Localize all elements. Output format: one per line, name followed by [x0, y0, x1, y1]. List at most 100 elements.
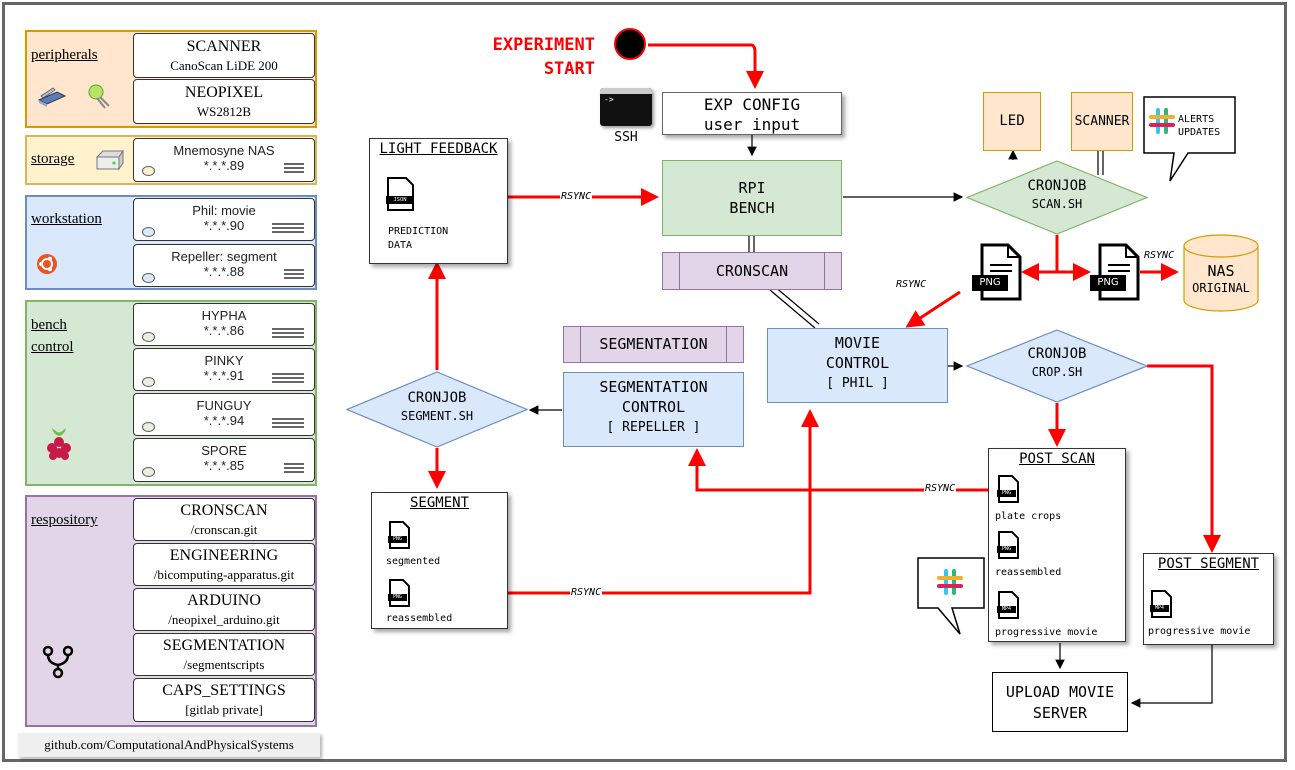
post-segment-box: POST SEGMENT MP4 progressive movie	[1143, 553, 1274, 645]
phil-card: Phil: movie *.*.*.90	[133, 198, 315, 241]
repo-segmentation-path: /segmentscripts	[183, 657, 265, 672]
reassembled-scan-png-icon: PNG	[997, 531, 1019, 559]
nas-led-icon	[142, 166, 155, 176]
repo-engineering-path: /bicomputing-apparatus.git	[153, 567, 295, 582]
ubuntu-icon	[36, 253, 58, 275]
neopixel-card-detail: WS2812B	[196, 104, 252, 119]
cronscan-label: CRONSCAN	[715, 262, 789, 280]
alerts-text: ALERTS UPDATES	[1178, 113, 1220, 139]
workstation-label: workstation	[31, 211, 102, 227]
cronjob-scan-line1: CRONJOB	[1027, 178, 1087, 194]
segmented-png-label: PNG	[392, 536, 403, 542]
github-footer-link[interactable]: github.com/ComputationalAndPhysicalSyste…	[18, 733, 320, 757]
segmentation-process-box: SEGMENTATION	[563, 326, 744, 363]
rsync-label-png: RSYNC	[895, 279, 928, 290]
cronjob-scan-diamond: CRONJOB SCAN.SH	[965, 160, 1149, 235]
segment-movie-mp4-label: MP4	[1154, 605, 1165, 611]
neopixel-card: NEOPIXEL WS2812B	[133, 79, 315, 124]
rpi-bench-line2: BENCH	[729, 199, 775, 217]
slack-callout	[916, 556, 988, 638]
cronjob-crop-line1: CRONJOB	[1027, 346, 1087, 362]
scan-movie-mp4-icon: MP4	[997, 591, 1019, 619]
pinky-vent-icon	[272, 373, 304, 385]
nas-cylinder: NAS ORIGINAL	[1183, 234, 1259, 312]
repo-segmentation-name: SEGMENTATION	[162, 637, 286, 654]
funguy-vent-icon	[272, 418, 304, 430]
plate-crops-label: plate crops	[995, 511, 1062, 522]
funguy-card-name: FUNGUY	[196, 398, 252, 413]
light-feedback-title: LIGHT FEEDBACK	[379, 141, 498, 157]
post-scan-title: POST SCAN	[1019, 451, 1095, 467]
pinky-card-ip: *.*.*.91	[203, 368, 245, 383]
funguy-card-ip: *.*.*.94	[203, 413, 245, 428]
phil-led-icon	[142, 227, 155, 237]
segmented-label: segmented	[386, 556, 441, 567]
prediction-data-label: PREDICTION DATA	[388, 225, 448, 253]
slack-callout-icon	[936, 568, 964, 596]
peripherals-group: peripherals SCANNER CanoScan LiDE 200 NE…	[25, 30, 317, 128]
spore-vent-icon	[284, 463, 304, 475]
exp-config-line2: user input	[703, 115, 801, 134]
spore-card: SPORE *.*.*.85	[133, 438, 315, 482]
rpi-bench-line1: RPI	[738, 179, 766, 197]
repo-cronscan-path: /cronscan.git	[190, 522, 258, 537]
raspberry-pi-icon	[43, 424, 75, 464]
cronjob-crop-line2: CROP.SH	[1031, 365, 1083, 379]
scanner-card-detail: CanoScan LiDE 200	[170, 58, 278, 73]
nas-text: NAS ORIGINAL	[1183, 262, 1259, 296]
segmentation-control-box: SEGMENTATION CONTROL [ REPELLER ]	[563, 372, 744, 447]
upload-line2: SERVER	[1032, 704, 1088, 722]
alerts-callout: ALERTS UPDATES	[1142, 95, 1237, 185]
terminal-icon: ->	[600, 88, 652, 126]
ssh-label: SSH	[614, 130, 638, 145]
repo-caps-settings-card: CAPS_SETTINGS [gitlab private]	[133, 678, 315, 722]
terminal-prompt-icon: ->	[604, 95, 614, 104]
seg-control-line3: [ REPELLER ]	[606, 420, 701, 435]
exp-config-box: EXP CONFIG user input	[662, 92, 842, 135]
light-feedback-box: LIGHT FEEDBACK JSON PREDICTION DATA	[369, 138, 508, 264]
segmentation-left-rail	[580, 327, 581, 362]
alerts-line: ALERTS	[1178, 114, 1215, 125]
funguy-led-icon	[142, 422, 155, 432]
hard-drive-icon	[93, 149, 125, 173]
reassembled-scan-png-label: PNG	[1001, 546, 1012, 552]
segment-title: SEGMENT	[409, 495, 469, 511]
rsync-label-segment: RSYNC	[570, 587, 603, 598]
hypha-card-name: HYPHA	[201, 308, 247, 323]
cronjob-scan-text: CRONJOB SCAN.SH	[966, 176, 1148, 213]
nas-card: Mnemosyne NAS *.*.*.89	[133, 138, 315, 182]
plate-crops-png-icon: PNG	[997, 475, 1019, 503]
hypha-led-icon	[142, 332, 155, 342]
led-node: LED	[983, 92, 1041, 151]
repo-segmentation-card: SEGMENTATION /segmentscripts	[133, 633, 315, 676]
scanner-icon	[37, 86, 67, 107]
repo-cronscan-card: CRONSCAN /cronscan.git	[133, 498, 315, 541]
scanner-node: SCANNER	[1071, 92, 1133, 151]
movie-control-line2: CONTROL	[825, 354, 890, 372]
repo-engineering-card: ENGINEERING /bicomputing-apparatus.git	[133, 543, 315, 586]
upload-movie-server-box: UPLOAD MOVIE SERVER	[992, 672, 1128, 732]
png-file-icon-right: PNG	[1088, 243, 1142, 301]
reassembled-png-label: PNG	[392, 594, 403, 600]
bench-label: bench	[31, 317, 67, 333]
led-icon	[87, 82, 113, 110]
segmentation-bar-label: SEGMENTATION	[599, 335, 708, 353]
png-label-right: PNG	[1097, 277, 1119, 288]
repeller-vent-icon	[284, 269, 304, 281]
experiment-start-line1: EXPERIMENT	[492, 35, 595, 55]
json-file-label: JSON	[393, 197, 407, 203]
spore-card-name: SPORE	[201, 443, 247, 458]
cronjob-segment-line2: SEGMENT.SH	[400, 409, 474, 423]
cronjob-scan-line2: SCAN.SH	[1031, 197, 1083, 211]
cronscan-right-rail	[824, 253, 825, 289]
scanner-card-name: SCANNER	[186, 38, 262, 55]
repo-arduino-name: ARDUINO	[187, 592, 261, 609]
segment-movie-mp4-icon: MP4	[1150, 590, 1172, 618]
rsync-label-light-feedback: RSYNC	[560, 191, 593, 202]
exp-config-line1: EXP CONFIG	[703, 95, 801, 114]
control-label: control	[31, 339, 74, 355]
cronjob-crop-text: CRONJOB CROP.SH	[966, 344, 1148, 381]
repository-label: respository	[31, 512, 98, 528]
funguy-card: FUNGUY *.*.*.94	[133, 393, 315, 436]
cronjob-segment-line1: CRONJOB	[407, 390, 467, 406]
